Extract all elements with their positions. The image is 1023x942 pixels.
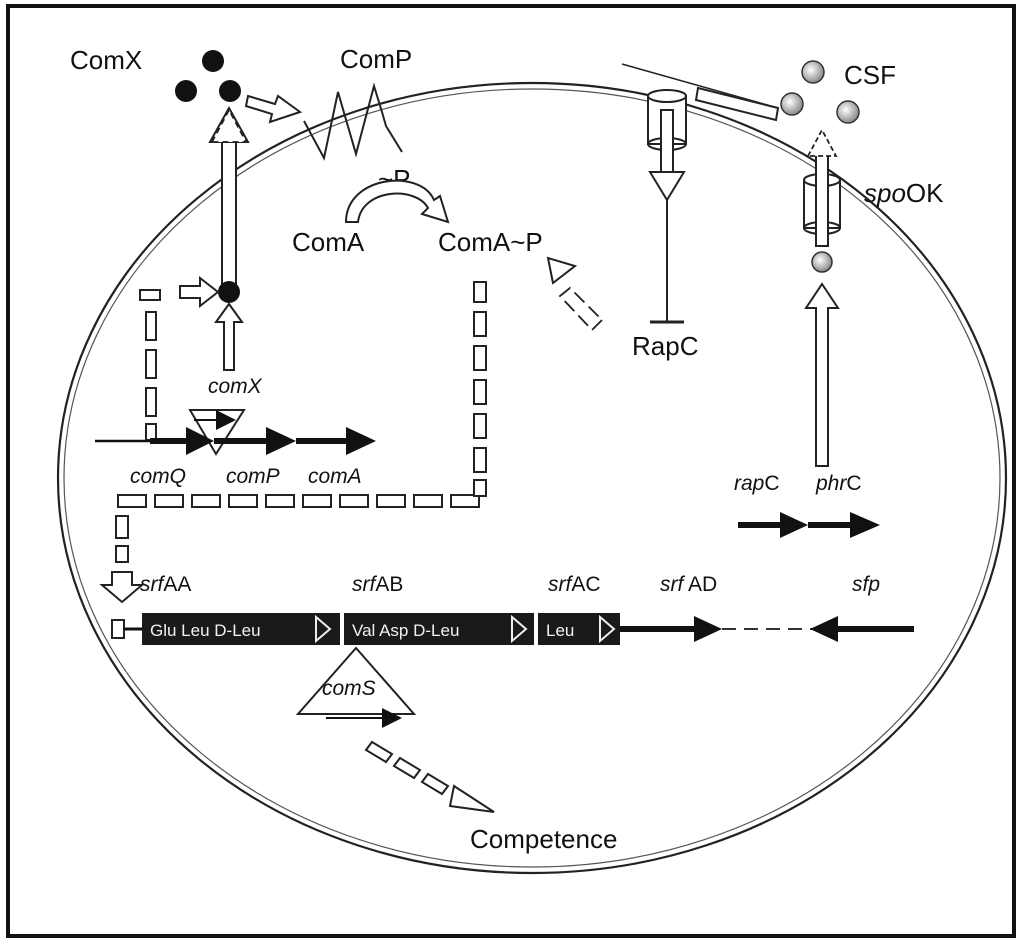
com-operon [95, 427, 376, 455]
coms-gene-label: comS [322, 677, 376, 700]
comp-gene-label: comP [226, 465, 280, 488]
rapc-inhibition [650, 190, 684, 324]
comp-receptor-zigzag [303, 82, 403, 161]
rapc-phrc-operon [738, 512, 880, 538]
comq-gene-label: comQ [130, 465, 186, 488]
srfac-module [538, 613, 620, 645]
comx-gene [188, 409, 246, 456]
srfad-gene-label: srf AD [660, 573, 717, 596]
coma-dashed-path [115, 281, 487, 563]
spook-transporter [803, 128, 841, 247]
rapc-to-comap-arrow [546, 256, 604, 332]
comx-to-comp-arrow [244, 94, 303, 124]
srf-operon [111, 613, 914, 645]
competence-arrow [364, 740, 495, 813]
cell-membrane [56, 81, 1008, 875]
comx-precursor [218, 281, 240, 303]
comp-label: ComP [340, 44, 412, 74]
comx-gene-label: comX [208, 375, 263, 398]
phrc-gene-label: phrC [815, 472, 862, 495]
phrc-export-arrow [804, 282, 840, 467]
comx-gene-up-arrow [214, 302, 244, 371]
coma-label: ComA [292, 227, 365, 257]
sfp-gene-label: sfp [852, 573, 880, 596]
csf-diffusion-line [621, 63, 780, 122]
spook-label: spoOK [864, 178, 944, 208]
csf-molecules [780, 60, 860, 124]
comx-peptides [175, 50, 241, 102]
comq-to-comx-arrow [179, 275, 220, 309]
comx-export-tip [210, 108, 248, 143]
srfab-gene-label: srfAB [352, 573, 403, 596]
csf-precursor [811, 251, 833, 273]
coms-gene [295, 646, 417, 728]
comx-label: ComX [70, 45, 142, 75]
figure-frame [6, 4, 1016, 938]
coma-phosphorylation-arrow [344, 179, 450, 224]
competence-label: Competence [470, 824, 617, 854]
srfaa-module [142, 613, 340, 645]
srfac-gene-label: srfAC [548, 573, 601, 596]
coma-gene-label: comA [308, 465, 362, 488]
opp-transporter [647, 89, 687, 202]
srfac-domains: Leu [546, 621, 574, 640]
comq-dashed-path [139, 289, 161, 441]
srfab-module [344, 613, 534, 645]
coma-p-label: ComA~P [438, 227, 543, 257]
csf-label: CSF [844, 60, 896, 90]
srfab-domains: Val Asp D-Leu [352, 621, 459, 640]
srfaa-activation-arrow [99, 571, 145, 604]
srfaa-domains: Glu Leu D-Leu [150, 621, 261, 640]
rapc-gene-label: rapC [734, 472, 780, 495]
rapc-label: RapC [632, 331, 698, 361]
srfaa-gene-label: srfAA [140, 573, 191, 596]
